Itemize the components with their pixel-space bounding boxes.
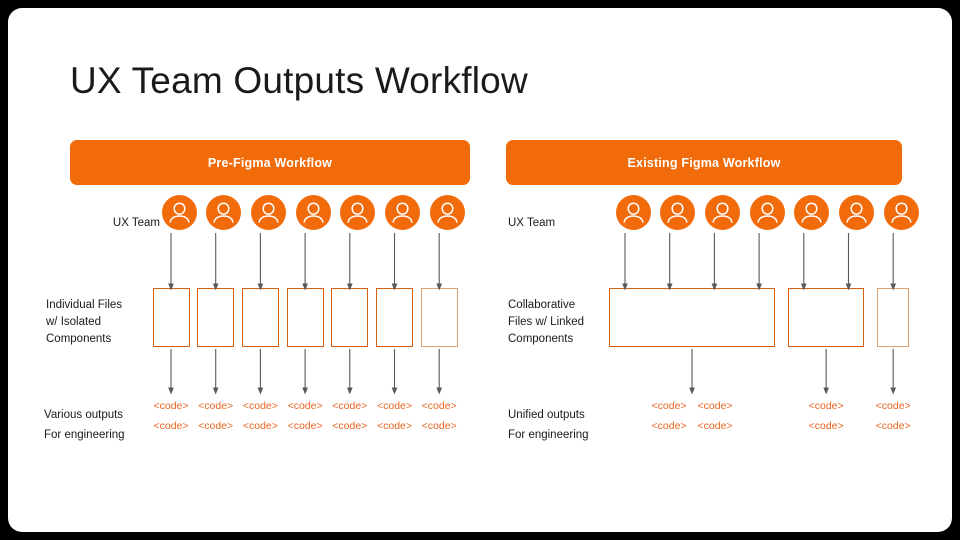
code-label-pre-figma-r1-c3: <code> (287, 420, 323, 432)
file-box-pre-figma-5[interactable] (376, 288, 413, 347)
avatar-pre-figma-2[interactable] (250, 195, 286, 230)
avatar-existing-figma-4[interactable] (794, 195, 830, 230)
code-label-existing-figma-r0-c2: <code> (808, 400, 844, 412)
page-title: UX Team Outputs Workflow (70, 60, 528, 101)
avatar-pre-figma-1[interactable] (206, 195, 242, 230)
file-box-existing-figma-0[interactable] (609, 288, 776, 347)
file-box-pre-figma-4[interactable] (331, 288, 369, 347)
avatar-existing-figma-0[interactable] (615, 195, 651, 230)
code-label-pre-figma-r0-c1: <code> (198, 400, 234, 412)
file-box-pre-figma-3[interactable] (286, 288, 324, 347)
code-label-pre-figma-r1-c4: <code> (332, 420, 368, 432)
label-outputs-left-line2: For engineering (44, 429, 125, 441)
label-outputs-right-line2: For engineering (508, 429, 589, 441)
code-label-existing-figma-r1-c0: <code> (651, 420, 687, 432)
code-label-pre-figma-r0-c4: <code> (332, 400, 368, 412)
code-label-pre-figma-r0-c6: <code> (421, 400, 457, 412)
label-outputs-right-line1: Unified outputs (508, 409, 585, 421)
avatar-existing-figma-1[interactable] (660, 195, 696, 230)
code-label-pre-figma-r0-c0: <code> (153, 400, 189, 412)
label-ux-team-left: UX Team (112, 217, 160, 229)
code-label-existing-figma-r1-c1: <code> (697, 420, 733, 432)
avatar-pre-figma-5[interactable] (385, 195, 420, 230)
label-files-left-line3: Components (46, 333, 112, 345)
code-label-pre-figma-r0-c2: <code> (242, 400, 278, 412)
code-label-pre-figma-r0-c3: <code> (287, 400, 323, 412)
label-files-right-line1: Collaborative (508, 299, 576, 311)
code-label-existing-figma-r0-c0: <code> (651, 400, 687, 412)
avatar-existing-figma-6[interactable] (883, 195, 919, 230)
file-box-pre-figma-2[interactable] (241, 288, 279, 347)
avatar-pre-figma-3[interactable] (295, 195, 331, 230)
file-box-existing-figma-2[interactable] (877, 288, 910, 347)
code-label-existing-figma-r0-c1: <code> (697, 400, 733, 412)
avatar-existing-figma-5[interactable] (839, 195, 874, 230)
label-files-left-line1: Individual Files (46, 299, 123, 311)
code-label-pre-figma-r1-c0: <code> (153, 420, 189, 432)
code-label-pre-figma-r1-c5: <code> (376, 420, 413, 432)
label-files-right-line2: Files w/ Linked (508, 316, 585, 328)
panel-header-pre-figma[interactable]: Pre-Figma Workflow (70, 140, 470, 185)
avatar-existing-figma-2[interactable] (704, 195, 740, 230)
label-files-left-line2: w/ Isolated (46, 316, 101, 328)
file-box-existing-figma-1[interactable] (787, 288, 865, 347)
code-label-pre-figma-r0-c5: <code> (376, 400, 413, 412)
label-ux-team-right: UX Team (508, 217, 556, 229)
avatar-pre-figma-4[interactable] (340, 195, 376, 230)
avatar-pre-figma-6[interactable] (429, 195, 465, 230)
slide-canvas: UX Team Outputs Workflow Pre-Figma Workf… (8, 8, 952, 532)
label-outputs-left-line1: Various outputs (44, 409, 124, 421)
label-files-right-line3: Components (508, 333, 574, 345)
avatar-existing-figma-3[interactable] (749, 195, 785, 230)
code-label-existing-figma-r1-c2: <code> (808, 420, 844, 432)
file-box-pre-figma-0[interactable] (152, 288, 190, 347)
code-label-existing-figma-r1-c3: <code> (875, 420, 911, 432)
avatar-pre-figma-0[interactable] (161, 195, 197, 230)
code-label-pre-figma-r1-c1: <code> (198, 420, 234, 432)
code-label-pre-figma-r1-c6: <code> (421, 420, 457, 432)
code-label-existing-figma-r0-c3: <code> (875, 400, 911, 412)
file-box-pre-figma-6[interactable] (420, 288, 458, 347)
panel-header-existing-figma[interactable]: Existing Figma Workflow (506, 140, 902, 185)
code-label-pre-figma-r1-c2: <code> (242, 420, 278, 432)
file-box-pre-figma-1[interactable] (197, 288, 235, 347)
